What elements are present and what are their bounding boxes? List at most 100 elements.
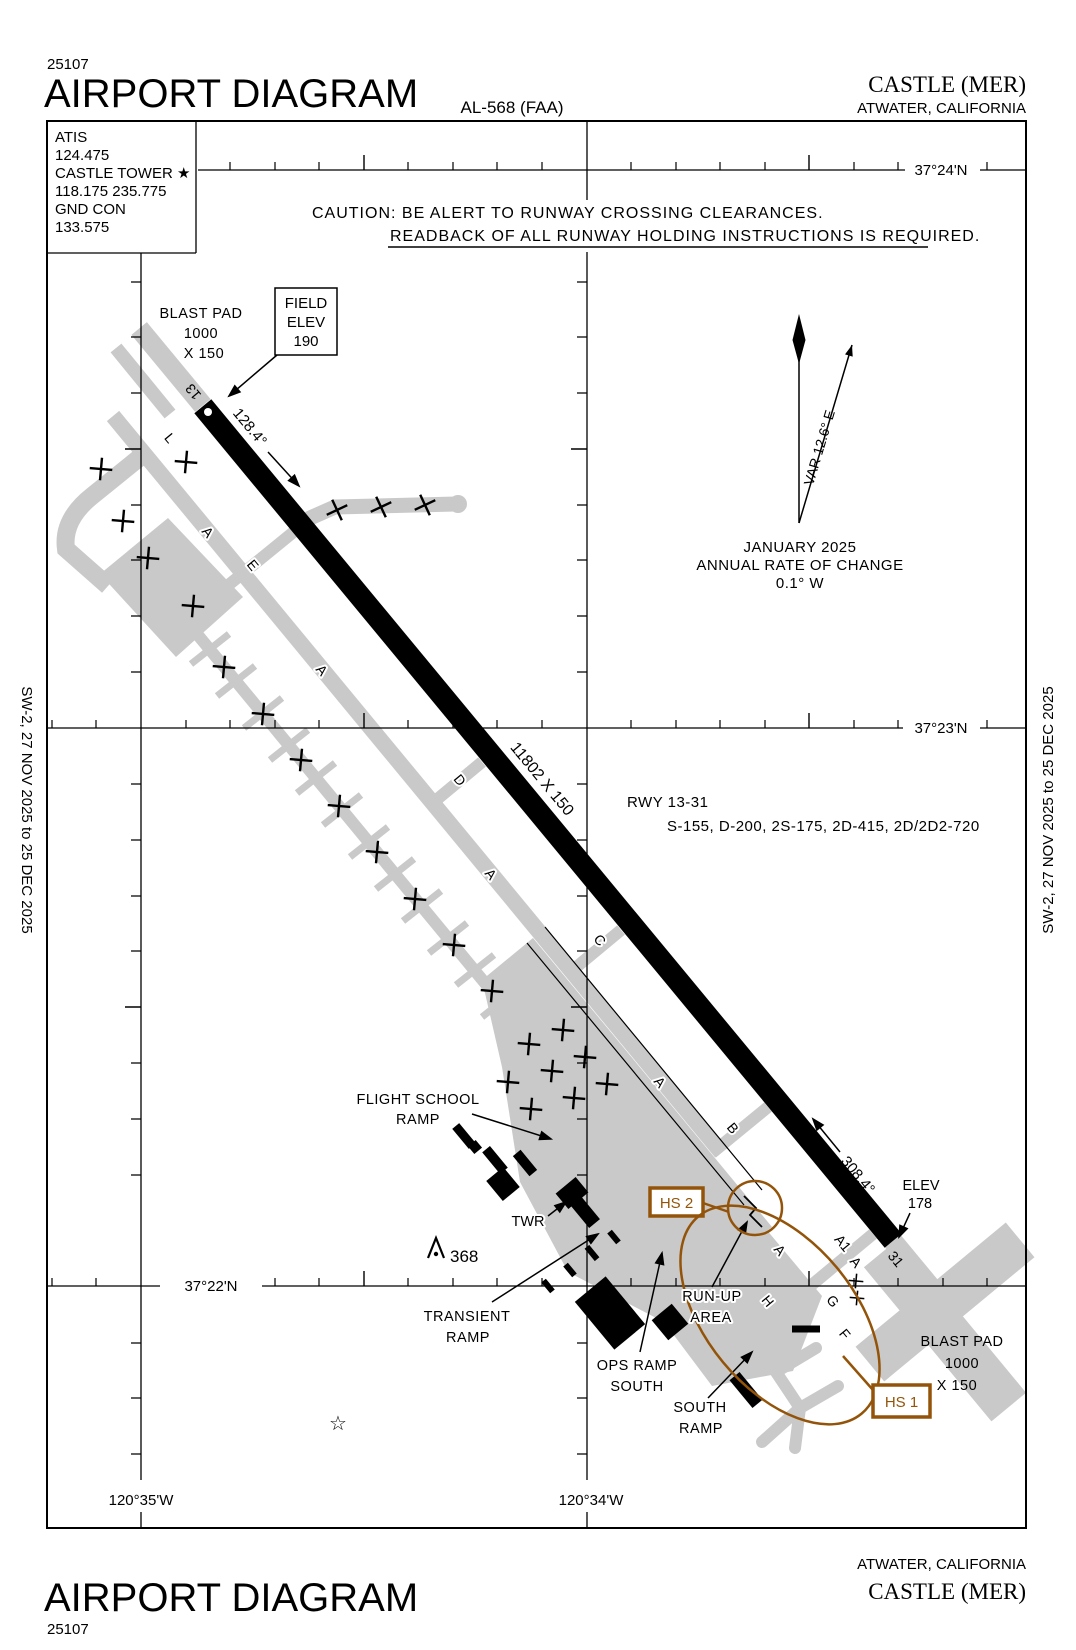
taxiway-label: F — [836, 1326, 854, 1343]
star-symbol: ☆ — [329, 1413, 347, 1435]
comm-box: ATIS 124.475 CASTLE TOWER ★ 118.175 235.… — [55, 129, 190, 236]
longitude-lines — [140, 121, 588, 1528]
building — [452, 1123, 476, 1149]
building — [512, 1149, 538, 1177]
transient-ramp-arrow — [491, 1233, 599, 1303]
header-airport-name: CASTLE (MER) — [868, 72, 1026, 97]
ops-ramp-line2: SOUTH — [610, 1379, 663, 1395]
ops-ramp-arrow — [639, 1252, 663, 1353]
nw-stub-taxiway — [110, 343, 176, 419]
variation-label: VAR 12.6° E — [800, 408, 838, 487]
blast-pad-nw-pavement — [131, 322, 211, 412]
building — [482, 1146, 508, 1174]
taxiway-e-stub-end — [449, 495, 467, 513]
twr-label: TWR — [511, 1214, 544, 1230]
hotspot-2-box — [648, 1186, 705, 1218]
runup-pad-mark — [792, 1325, 820, 1333]
compass-rose: VAR 12.6° E JANUARY 2025 ANNUAL RATE OF … — [696, 314, 903, 592]
flight-school-arrow — [471, 1113, 552, 1140]
taxiway-label: G — [823, 1292, 842, 1311]
closed-parking-stubs — [188, 631, 523, 1020]
comm-gnd-freq: 133.575 — [55, 219, 109, 236]
hotspot-1-leader — [842, 1355, 874, 1391]
margin-note-right: SW-2, 27 NOV 2025 to 25 DEC 2025 — [1040, 686, 1057, 933]
field-elev-border — [274, 287, 338, 356]
lon-ticks-minor — [131, 281, 587, 1455]
runway-13-displaced-threshold-dot — [204, 408, 212, 416]
lon-ticks-half — [125, 448, 587, 1008]
closed-parking-spine — [178, 613, 532, 1038]
main-apron — [482, 938, 772, 1320]
hotspot-1-box — [871, 1383, 932, 1419]
compass-date: JANUARY 2025 — [743, 539, 856, 556]
apron-taxilane-edges — [526, 926, 763, 1206]
lat-37-22-label: 37°22'N — [184, 1278, 237, 1295]
nw-hook-taxiway — [56, 446, 150, 593]
flight-school-ramp-line1: FLIGHT SCHOOL — [356, 1092, 479, 1108]
map-border — [46, 120, 1027, 1529]
field-elev-line2: ELEV — [287, 314, 325, 331]
magnetic-variation-line — [798, 344, 853, 524]
taxiway-label: L — [161, 430, 178, 446]
lat-37-24-label: 37°24'N — [914, 162, 967, 179]
closed-cross-band-2 — [863, 1238, 1027, 1422]
elev-31-value: 178 — [908, 1196, 932, 1212]
compass-rate-value: 0.1° W — [776, 575, 825, 592]
taxiway-a1-connector — [804, 1229, 877, 1293]
hotspot-1-label: HS 1 — [885, 1394, 918, 1411]
nw-apron — [100, 518, 243, 657]
blast-pad-nw-line2: 1000 — [184, 326, 218, 342]
building-dash — [584, 1244, 600, 1262]
footer-airport-name: CASTLE (MER) — [868, 1579, 1026, 1604]
field-elev-box: FIELD ELEV 190 — [274, 287, 338, 356]
hotspot-2-label: HS 2 — [660, 1195, 693, 1212]
lat-ticks-half — [363, 155, 810, 1286]
flight-school-ramp-line2: RAMP — [396, 1112, 440, 1128]
runup-area-arrow — [711, 1221, 748, 1288]
header-plate-number: 25107 — [47, 56, 89, 73]
building-dash — [541, 1278, 555, 1294]
runway-data-values: S-155, D-200, 2S-175, 2D-415, 2D/2D2-720 — [667, 818, 980, 835]
comm-tower-freqs: 118.175 235.775 — [55, 183, 167, 200]
blast-pad-se-line2: 1000 — [945, 1356, 979, 1372]
obstacle-elevation: 368 — [450, 1247, 478, 1266]
field-elev-value: 190 — [293, 333, 318, 350]
comm-tower-label: CASTLE TOWER ★ — [55, 165, 190, 182]
ops-ramp-line1: OPS RAMP — [597, 1358, 678, 1374]
footer-plate-number: 25107 — [47, 1621, 89, 1638]
magnetic-variation-arrowhead — [845, 345, 853, 357]
comm-atis-freq: 124.475 — [55, 147, 109, 164]
obstacle-symbol — [426, 1235, 446, 1259]
taxiway-d-connector — [425, 757, 486, 811]
blast-pad-nw-line1: BLAST PAD — [160, 306, 243, 322]
blast-pad-nw-line3: X 150 — [184, 346, 224, 362]
south-ramp-line1: SOUTH — [673, 1400, 726, 1416]
caution-line2: READBACK OF ALL RUNWAY HOLDING INSTRUCTI… — [390, 228, 980, 245]
building — [486, 1166, 520, 1202]
comm-atis-label: ATIS — [55, 129, 87, 146]
tower-building-annex — [570, 1195, 600, 1229]
true-north-arrowhead — [792, 314, 806, 364]
lon-120-35-label: 120°35'W — [109, 1492, 175, 1509]
hotspot-1-ellipse — [679, 1204, 881, 1426]
header-title: AIRPORT DIAGRAM — [44, 72, 418, 116]
footer: ATWATER, CALIFORNIA CASTLE (MER) AIRPORT… — [44, 1556, 1026, 1638]
header: 25107 AIRPORT DIAGRAM AL-568 (FAA) CASTL… — [44, 56, 1026, 117]
footer-city: ATWATER, CALIFORNIA — [857, 1556, 1026, 1573]
runup-area-line1: RUN-UP — [682, 1289, 741, 1305]
footer-title: AIRPORT DIAGRAM — [44, 1576, 418, 1620]
hotspot-2-taxiway-mark — [743, 1195, 763, 1228]
graticule-labels: 37°24'N 37°23'N 37°22'N 120°35'W 120°34'… — [109, 162, 968, 1509]
lat-37-23-label: 37°23'N — [914, 720, 967, 737]
south-ramp-building — [729, 1371, 763, 1409]
taxiway-a-pavement — [106, 410, 728, 1158]
tower-building — [555, 1177, 589, 1209]
transient-ramp-line2: RAMP — [446, 1330, 490, 1346]
hotspot-layer: HS 2 HS 1 — [648, 1179, 932, 1426]
header-city: ATWATER, CALIFORNIA — [857, 100, 1026, 117]
blast-pad-se-line3: X 150 — [937, 1378, 977, 1394]
south-ramp-line2: RAMP — [679, 1421, 723, 1437]
building — [467, 1139, 483, 1155]
